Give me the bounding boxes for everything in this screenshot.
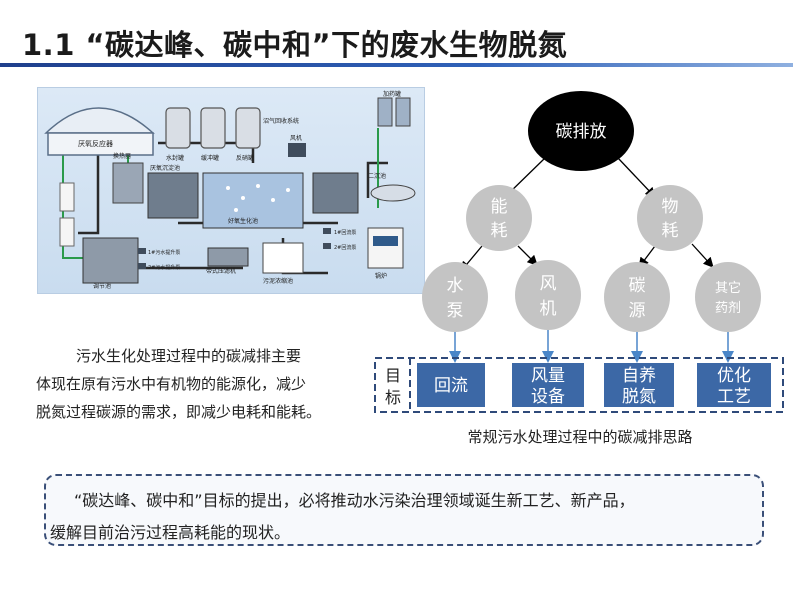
reactor-dome: 厌氧反应器: [44, 107, 155, 156]
goal-autotrophic: 自养 脱氮: [604, 363, 674, 407]
goal-airflow: 风量 设备: [512, 363, 584, 407]
note-line-2: 缓解目前治污过程高耗能的现状。: [50, 523, 291, 542]
node-fan-line2: 机: [540, 299, 557, 319]
label-pump1: 1#污水提升泵: [148, 249, 180, 256]
label-pump4: 2#回流泵: [334, 244, 356, 251]
label-sec-settle: 二沉池: [368, 172, 386, 180]
node-energy-line2: 耗: [491, 221, 508, 241]
node-other: 其它 药剂: [695, 262, 761, 332]
node-other-line1: 其它: [715, 280, 741, 296]
label-boiler: 锅炉: [375, 272, 387, 280]
node-root: 碳排放: [528, 91, 634, 171]
goal-label-line2: 标: [385, 388, 401, 407]
goal-reflux: 回流: [417, 363, 485, 407]
goal-airflow-line2: 设备: [531, 387, 565, 407]
goal-autotrophic-line1: 自养: [622, 366, 656, 386]
node-pump-line2: 泵: [447, 301, 464, 321]
label-settling: 厌氧沉淀池: [150, 164, 180, 172]
node-pump-line1: 水: [447, 276, 464, 296]
node-carbon-line2: 源: [629, 301, 646, 321]
node-material-line2: 耗: [662, 221, 679, 241]
node-carbon-line1: 碳: [629, 276, 646, 296]
label-sludge: 污泥浓缩池: [263, 277, 293, 285]
label-main-tank: 厌氧反应器: [78, 139, 113, 148]
node-pump: 水 泵: [422, 262, 488, 332]
node-carbon: 碳 源: [604, 262, 670, 332]
goal-label-line1: 目: [385, 366, 401, 385]
edge-energy-fan: [517, 245, 538, 266]
note-text: “碳达峰、碳中和”目标的提出，必将推动水污染治理领域诞生新工艺、新产品， 缓解目…: [50, 485, 766, 549]
label-equalize: 调节池: [93, 282, 111, 290]
description-line-3: 脱氮过程碳源的需求，即减少电耗和能耗。: [36, 403, 322, 421]
description-block: 污水生化处理过程中的碳减排主要 体现在原有污水中有机物的能源化，减少 脱氮过程碳…: [36, 342, 372, 426]
label-pump3: 1#回流泵: [334, 229, 356, 236]
node-root-label: 碳排放: [556, 122, 607, 142]
node-energy-line1: 能: [491, 197, 508, 217]
edge-material-other: [691, 243, 714, 268]
goal-optimize-line1: 优化: [717, 366, 751, 386]
node-other-line2: 药剂: [715, 301, 741, 316]
label-dosing: 加药罐: [383, 90, 401, 98]
goal-reflux-label: 回流: [434, 376, 468, 396]
goal-optimize-line2: 工艺: [717, 387, 751, 407]
label-pump2: 2#污水提升泵: [148, 264, 180, 271]
edge-root-material: [617, 157, 656, 198]
label-aeration: 好氧生化池: [228, 217, 258, 225]
node-fan-line1: 风: [540, 274, 557, 294]
tree-caption: 常规污水处理过程中的碳减排思路: [467, 428, 692, 446]
title-underline: [0, 63, 793, 67]
note-box: [44, 474, 764, 546]
node-fan: 风 机: [515, 260, 581, 330]
label-degas: 缓冲罐: [201, 154, 219, 162]
label-acid: 水封罐: [166, 154, 184, 162]
process-flow-figure: 厌氧反应器 换热器 调节池 水封罐 缓冲罐 反硝罐 沼气回收系统 厌氧沉淀池: [37, 87, 425, 294]
note-line-1: “碳达峰、碳中和”目标的提出，必将推动水污染治理领域诞生新工艺、新产品，: [74, 491, 635, 510]
description-line-1: 污水生化处理过程中的碳减排主要: [76, 347, 302, 365]
description-line-2: 体现在原有污水中有机物的能源化，减少: [36, 375, 307, 393]
goal-dashed-box: [374, 357, 784, 413]
node-energy: 能 耗: [466, 185, 532, 251]
page-title: 1.1 “碳达峰、碳中和”下的废水生物脱氮: [22, 28, 568, 62]
goal-autotrophic-line2: 脱氮: [622, 387, 656, 407]
label-fan: 风机: [290, 134, 302, 142]
label-dewater: 带式压滤机: [206, 267, 236, 275]
goal-airflow-line1: 风量: [531, 366, 565, 386]
label-reflux: 反硝罐: [236, 154, 254, 162]
label-biogas: 沼气回收系统: [263, 117, 299, 125]
label-heat: 换热器: [113, 152, 131, 160]
goal-optimize: 优化 工艺: [697, 363, 771, 407]
node-material: 物 耗: [637, 185, 703, 251]
node-material-line1: 物: [662, 197, 679, 217]
